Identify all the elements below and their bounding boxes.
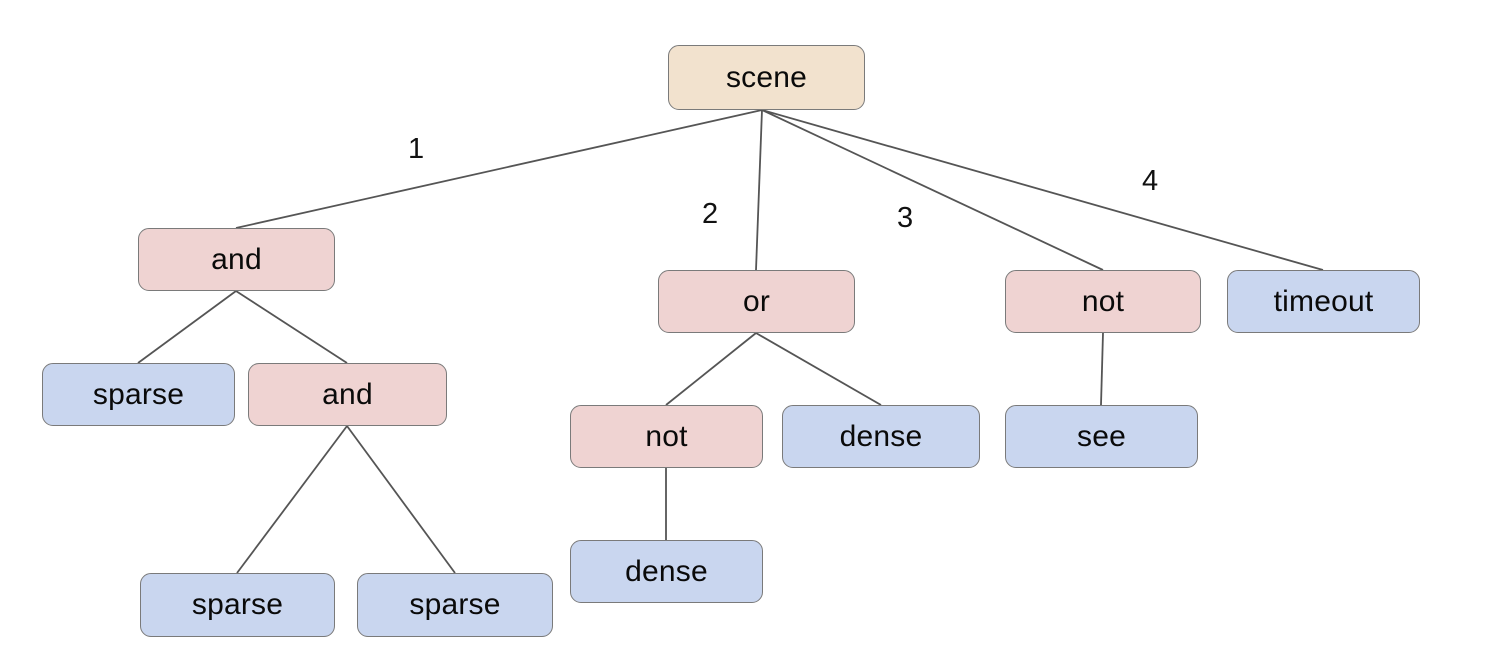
tree-node-not2[interactable]: not	[570, 405, 763, 468]
tree-node-and1[interactable]: and	[138, 228, 335, 291]
node-label: dense	[839, 419, 923, 453]
node-label: sparse	[92, 377, 185, 411]
edge-order-label: 4	[1142, 165, 1159, 197]
tree-node-scene[interactable]: scene	[668, 45, 865, 110]
node-label: timeout	[1273, 284, 1374, 318]
edge-order-label: 2	[702, 198, 719, 230]
node-label: or	[742, 284, 771, 318]
tree-node-sparse3[interactable]: sparse	[357, 573, 553, 637]
tree-edge	[665, 332, 757, 406]
tree-node-timeout1[interactable]: timeout	[1227, 270, 1420, 333]
node-label: scene	[725, 60, 808, 94]
node-label: not	[1081, 284, 1125, 318]
node-label: sparse	[409, 588, 501, 621]
tree-node-see1[interactable]: see	[1005, 405, 1198, 468]
tree-edge	[236, 425, 348, 574]
tree-edge	[235, 290, 348, 364]
tree-edge	[761, 109, 1324, 271]
tree-node-dense1[interactable]: dense	[782, 405, 980, 468]
node-label: and	[322, 377, 373, 411]
tree-node-dense2[interactable]: dense	[570, 540, 763, 603]
tree-edge	[755, 332, 882, 406]
tree-edge	[346, 425, 456, 574]
node-label: not	[645, 419, 688, 453]
tree-edge	[235, 109, 763, 229]
tree-edge	[137, 290, 237, 364]
tree-node-sparse1[interactable]: sparse	[42, 363, 235, 426]
tree-node-and2[interactable]: and	[248, 363, 447, 426]
node-label: and	[211, 242, 262, 276]
edge-order-label: 1	[408, 133, 425, 165]
node-label: see	[1077, 419, 1126, 453]
node-label: dense	[625, 554, 708, 588]
node-label: sparse	[191, 588, 284, 621]
tree-edge	[755, 109, 763, 271]
tree-node-not1[interactable]: not	[1005, 270, 1201, 333]
tree-node-sparse2[interactable]: sparse	[140, 573, 335, 637]
tree-edge	[1100, 332, 1104, 406]
tree-edge	[761, 109, 1104, 271]
tree-node-or1[interactable]: or	[658, 270, 855, 333]
edge-order-label: 3	[897, 202, 914, 234]
